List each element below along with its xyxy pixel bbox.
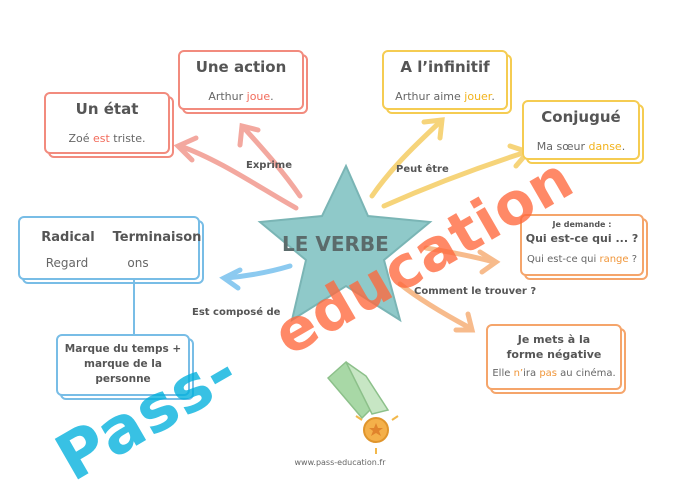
card-etat: Un état Zoé est triste. [44, 92, 174, 158]
action-example: Arthur joue. [208, 90, 274, 103]
footer-url: www.pass-education.fr [294, 458, 386, 467]
label-exprime: Exprime [246, 160, 293, 171]
card-conjugue: Conjugué Ma sœur danse. [522, 100, 644, 164]
terminaison-label: Terminaison [112, 230, 202, 245]
marque-text: Marque du temps + marque de la personne [64, 343, 182, 385]
card-marque: Marque du temps + marque de la personne [56, 334, 194, 400]
arrow-comment-negative [397, 281, 476, 333]
label-comment: Comment le trouver ? [414, 286, 537, 297]
center-star [257, 163, 433, 323]
label-peut-etre: Peut être [396, 164, 449, 175]
conjugue-example: Ma sœur danse. [536, 140, 626, 153]
infinitif-example: Arthur aime jouer. [395, 90, 495, 103]
radical-label: Radical [41, 230, 95, 245]
arrow-peut-etre-infinitif [369, 117, 445, 199]
conjugue-title: Conjugué [541, 108, 621, 126]
center-title: LE VERBE [282, 232, 389, 256]
arrow-compose-radical [219, 263, 293, 291]
arrow-exprime-etat [173, 135, 299, 211]
card-infinitif: A l’infinitif Arthur aime jouer. [382, 50, 512, 114]
arrow-exprime-action [237, 122, 303, 199]
etat-example: Zoé est triste. [68, 132, 146, 145]
radical-value: Regard [45, 256, 89, 270]
terminaison-value: ons [127, 256, 149, 270]
question-example: Qui est-ce qui range ? [526, 254, 638, 265]
card-radical: Radical Terminaison Regard ons [18, 216, 204, 284]
label-compose: Est composé de [192, 307, 281, 318]
negative-example: Elle n’ira pas au cinéma. [492, 368, 616, 379]
negative-title: Je mets à la forme négative [506, 333, 602, 361]
arrow-comment-question [423, 245, 501, 275]
card-question: Je demande : Qui est-ce qui ... ? Qui es… [520, 214, 648, 280]
card-action: Une action Arthur joue. [178, 50, 308, 114]
question-intro: Je demande : [552, 220, 612, 229]
medal-icon [326, 360, 399, 454]
question-text: Qui est-ce qui ... ? [525, 232, 639, 245]
etat-title: Un état [75, 100, 139, 118]
infinitif-title: A l’infinitif [400, 58, 490, 76]
card-negative: Je mets à la forme négative Elle n’ira p… [486, 324, 626, 394]
action-title: Une action [195, 58, 287, 76]
